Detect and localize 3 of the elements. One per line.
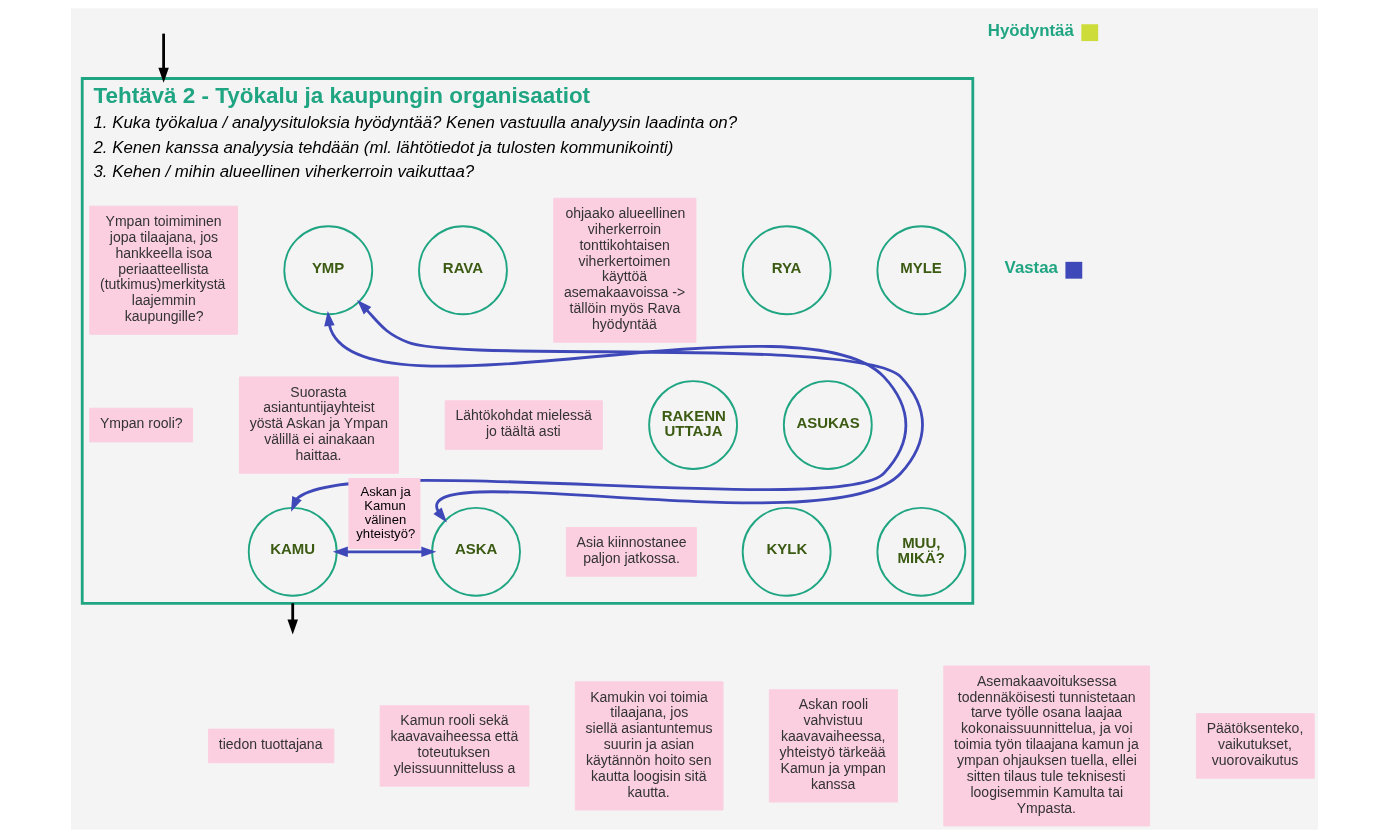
edge-label: Askan ja Kamun välinen yhteistyö? — [356, 483, 416, 541]
legend-label: Vastaa — [1004, 258, 1058, 278]
legend-label: Hyödyntää — [987, 20, 1074, 40]
